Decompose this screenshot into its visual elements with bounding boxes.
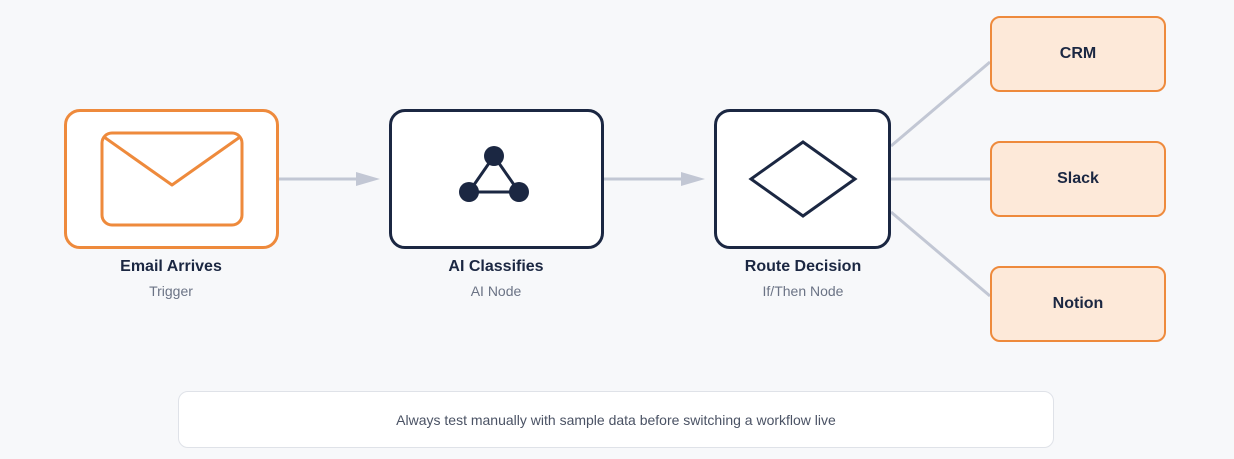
ai-classifies-subtitle: AI Node <box>470 283 522 299</box>
route-decision-subtitle: If/Then Node <box>762 283 844 299</box>
connector-route-to-crm <box>890 60 991 148</box>
email-arrives-subtitle: Trigger <box>149 283 193 299</box>
destination-slack[interactable]: Slack <box>990 141 1166 217</box>
route-decision-title: Route Decision <box>744 258 862 275</box>
connector-route-to-notion <box>890 210 991 298</box>
workflow-tip-note: Always test manually with sample data be… <box>178 391 1054 448</box>
ai-classifies-title: AI Classifies <box>448 258 544 275</box>
destination-crm[interactable]: CRM <box>990 16 1166 92</box>
envelope-icon <box>100 131 243 227</box>
ai-classifies-node[interactable] <box>389 109 604 249</box>
arrowhead-ai <box>356 172 380 186</box>
email-arrives-node[interactable] <box>64 109 279 249</box>
destination-notion[interactable]: Notion <box>990 266 1166 342</box>
diamond-icon <box>747 140 858 218</box>
route-decision-node[interactable] <box>714 109 891 249</box>
arrowhead-route <box>681 172 705 186</box>
network-triangle-icon <box>458 146 529 202</box>
email-arrives-title: Email Arrives <box>120 258 222 275</box>
